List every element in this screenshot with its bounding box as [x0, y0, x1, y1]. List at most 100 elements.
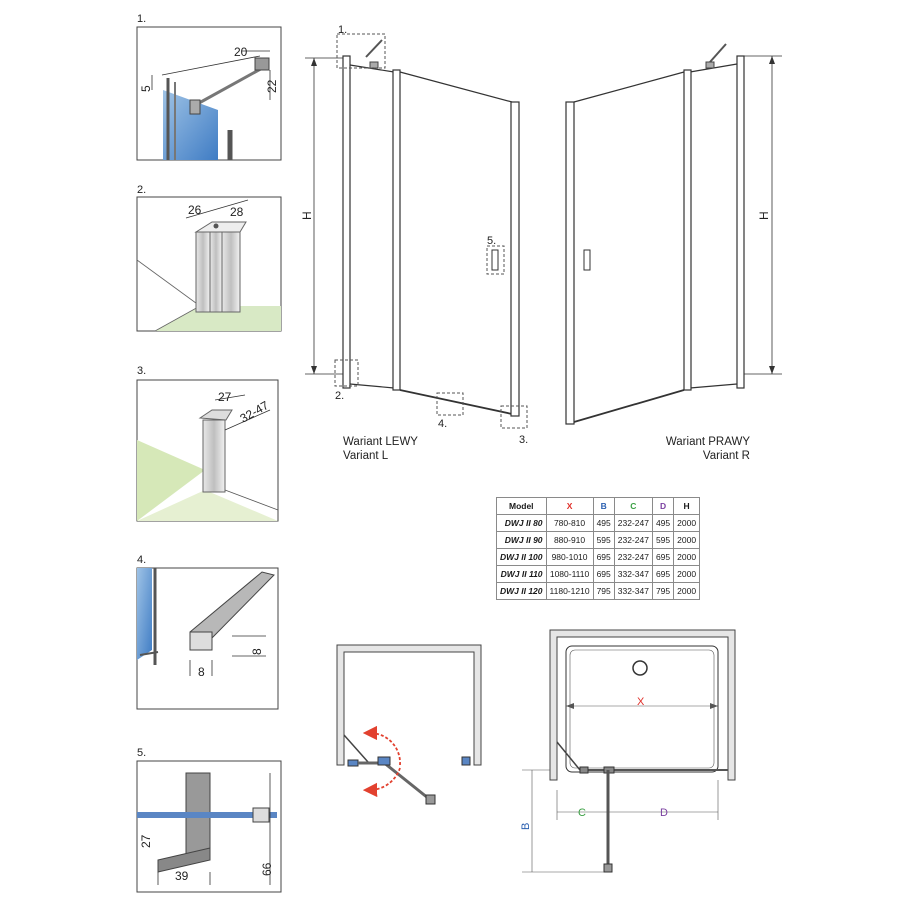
detail-3-floor	[137, 440, 205, 521]
cell-d: 495	[651, 514, 675, 532]
table-row: DWJ II 80 780-810 495 232-247 495 2000	[496, 514, 701, 532]
cell-c: 332-347	[613, 565, 653, 583]
fixed-panel-profile-right	[736, 55, 745, 389]
callout-2-label: 2.	[335, 390, 344, 402]
callout-3-label: 3.	[519, 434, 528, 446]
detail-2-profile	[221, 229, 241, 313]
dimension-b-label: B	[520, 823, 532, 830]
detail-3-profile	[202, 419, 226, 493]
detail-2-dim-28: 28	[230, 205, 244, 219]
detail-5-number: 5.	[137, 747, 146, 759]
header-d: D	[651, 497, 675, 515]
plan-dimensions: X C D B	[520, 629, 736, 873]
cell-model: DWJ II 100	[496, 548, 547, 566]
cell-d: 595	[651, 531, 675, 549]
detail-3: 3. 27 32-47	[136, 365, 279, 522]
plan-1-door-leaf	[382, 760, 434, 804]
door-handle-right	[583, 249, 591, 271]
variant-left-line1: Wariant LEWY	[343, 436, 418, 448]
callout-box-5	[486, 245, 505, 275]
cell-b: 595	[592, 531, 615, 549]
table-row: DWJ II 120 1180-1210 795 332-347 795 200…	[496, 582, 701, 600]
header-c: C	[613, 497, 653, 515]
wall-bracket-left	[365, 39, 383, 58]
cell-model: DWJ II 120	[496, 582, 547, 600]
callout-4-label: 4.	[438, 418, 447, 430]
cell-h: 2000	[673, 582, 701, 600]
plan-2-walls	[549, 629, 736, 781]
detail-2-dim-26: 26	[188, 203, 202, 217]
door-top-edge-right	[573, 71, 685, 103]
cell-c: 232-247	[613, 548, 653, 566]
plan-door-swing	[336, 644, 482, 805]
variant-right-line1: Wariant PRAWY	[665, 436, 750, 448]
callout-box-2	[334, 359, 359, 387]
cell-x: 1080-1110	[545, 565, 594, 583]
callout-5-label: 5.	[487, 235, 496, 247]
detail-5: 5. 27 39 66	[136, 747, 282, 893]
cell-d: 795	[651, 582, 675, 600]
table-row: DWJ II 110 1080-1110 695 332-347 695 200…	[496, 565, 701, 583]
detail-4-glass	[137, 568, 152, 660]
cell-x: 880-910	[545, 531, 594, 549]
callout-1-label: 1.	[338, 24, 347, 36]
cell-b: 795	[592, 582, 615, 600]
header-model: Model	[496, 497, 547, 515]
cell-c: 332-347	[613, 582, 653, 600]
cell-b: 695	[592, 565, 615, 583]
wall-bracket-right	[709, 43, 727, 63]
height-label-right: H	[757, 211, 771, 220]
detail-5-dim-27: 27	[139, 834, 153, 848]
dimension-d-label: D	[660, 807, 668, 819]
cell-b: 495	[592, 514, 615, 532]
elevation-variant-right: H	[565, 43, 782, 425]
detail-4-dim-8-horizontal: 8	[198, 665, 205, 679]
dimension-x-label: X	[637, 696, 645, 708]
door-handle-left	[491, 249, 499, 271]
detail-1: 1. 20 5 22	[136, 13, 282, 161]
detail-4: 4. 8 8	[136, 554, 279, 710]
plan-1-walls	[336, 644, 482, 766]
variant-right-caption: Wariant PRAWY Variant R	[640, 435, 750, 463]
cell-x: 1180-1210	[545, 582, 594, 600]
swing-arrow-out	[362, 767, 401, 798]
elevation-variant-left: H 1. 2. 3. 4. 5.	[300, 24, 528, 446]
cell-model: DWJ II 80	[496, 514, 547, 532]
detail-1-dim-22: 22	[265, 79, 279, 93]
variant-left-line2: Variant L	[343, 450, 389, 462]
detail-1-arm	[189, 64, 267, 110]
cell-x: 980-1010	[545, 548, 594, 566]
header-b: B	[592, 497, 615, 515]
drain	[632, 660, 648, 676]
door-edge-profile-right	[565, 101, 575, 425]
swing-arrow-in	[362, 725, 401, 766]
cell-h: 2000	[673, 531, 701, 549]
table-row: DWJ II 90 880-910 595 232-247 595 2000	[496, 531, 701, 549]
header-x: X	[545, 497, 594, 515]
detail-1-number: 1.	[137, 13, 146, 25]
detail-5-glass	[137, 812, 277, 818]
fixed-panel-profile-left	[342, 55, 351, 389]
cell-c: 232-247	[613, 514, 653, 532]
callout-box-3	[500, 405, 528, 429]
detail-3-number: 3.	[137, 365, 146, 377]
height-label-left: H	[300, 211, 314, 220]
cell-d: 695	[651, 548, 675, 566]
detail-2-number: 2.	[137, 184, 146, 196]
cell-h: 2000	[673, 514, 701, 532]
detail-1-dim-5: 5	[139, 85, 153, 92]
table-header-row: Model X B C D H	[496, 497, 701, 515]
variant-right-line2: Variant R	[702, 450, 750, 462]
cell-x: 780-810	[545, 514, 594, 532]
detail-3-dim-27: 27	[218, 390, 232, 404]
detail-1-dim-20: 20	[234, 45, 248, 59]
cell-model: DWJ II 110	[496, 565, 547, 583]
door-top-edge-left	[399, 71, 513, 103]
table-row: DWJ II 100 980-1010 695 232-247 695 2000	[496, 548, 701, 566]
cell-h: 2000	[673, 548, 701, 566]
cell-model: DWJ II 90	[496, 531, 547, 549]
cell-h: 2000	[673, 565, 701, 583]
dimensions-table: Model X B C D H DWJ II 80 780-810 495 23…	[496, 497, 701, 600]
detail-1-glass	[163, 90, 218, 160]
